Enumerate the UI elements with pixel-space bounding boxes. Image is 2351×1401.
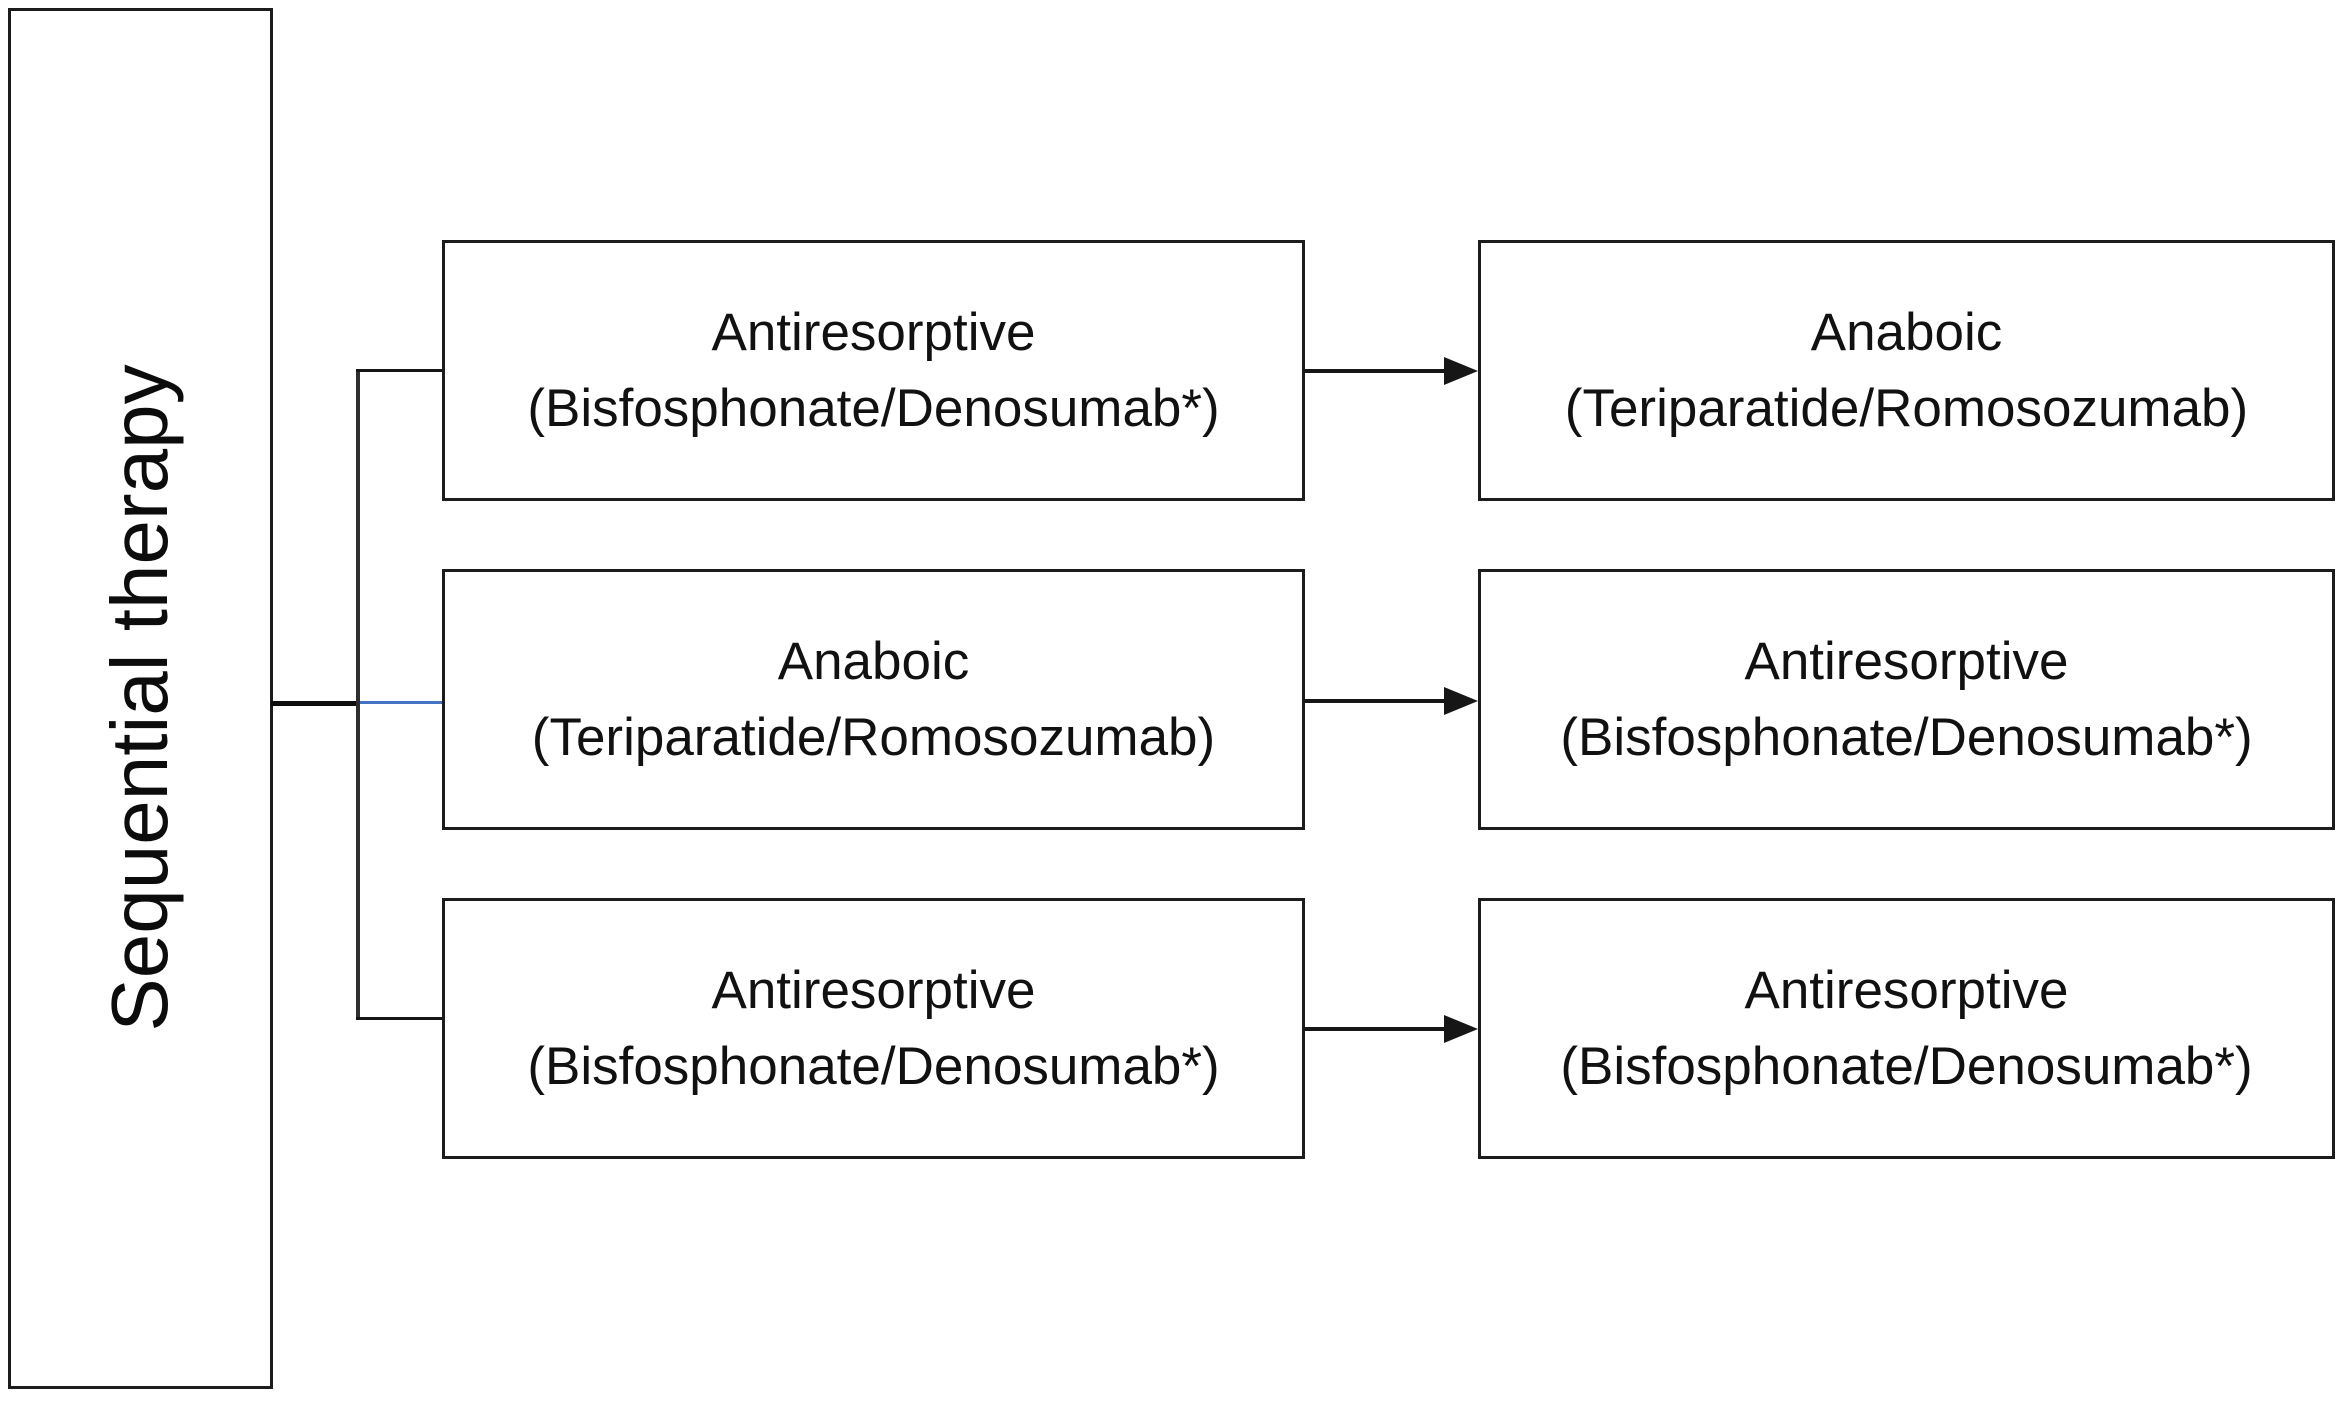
source-box-row1: Antiresorptive (Bisfosphonate/Denosumab*…: [442, 240, 1305, 501]
target-box-row1-line1: Anaboic: [1810, 303, 2003, 363]
target-box-row1: Anaboic (Teriparatide/Romosozumab): [1478, 240, 2335, 501]
flow-arrow-row2-line: [1305, 699, 1447, 703]
sequential-therapy-box: [8, 8, 273, 1389]
branch-line-row2-blue: [360, 701, 444, 704]
source-box-row2-line2: (Teriparatide/Romosozumab): [531, 707, 1216, 767]
source-box-row3-line1: Antiresorptive: [711, 961, 1036, 1021]
flow-arrow-row2-head: [1444, 687, 1478, 715]
source-box-row1-line1: Antiresorptive: [711, 303, 1036, 363]
target-box-row2-line2: (Bisfosphonate/Denosumab*): [1560, 707, 2253, 767]
branch-trunk-line: [356, 369, 360, 1020]
branch-line-row1: [356, 369, 444, 372]
source-box-row3: Antiresorptive (Bisfosphonate/Denosumab*…: [442, 898, 1305, 1159]
sequential-therapy-label: Sequential therapy: [95, 364, 184, 1032]
flow-arrow-row1-head: [1444, 357, 1478, 385]
source-box-row2: Anaboic (Teriparatide/Romosozumab): [442, 569, 1305, 830]
flow-arrow-row3-head: [1444, 1015, 1478, 1043]
target-box-row3-line2: (Bisfosphonate/Denosumab*): [1560, 1036, 2253, 1096]
flow-arrow-row3-line: [1305, 1027, 1447, 1031]
target-box-row2-line1: Antiresorptive: [1744, 632, 2069, 692]
target-box-row3-line1: Antiresorptive: [1744, 961, 2069, 1021]
target-box-row1-line2: (Teriparatide/Romosozumab): [1564, 378, 2249, 438]
source-box-row2-line1: Anaboic: [777, 632, 970, 692]
source-box-row1-line2: (Bisfosphonate/Denosumab*): [527, 378, 1220, 438]
source-box-row3-line2: (Bisfosphonate/Denosumab*): [527, 1036, 1220, 1096]
flow-arrow-row1-line: [1305, 369, 1447, 373]
trunk-stub-line: [271, 701, 360, 706]
target-box-row2: Antiresorptive (Bisfosphonate/Denosumab*…: [1478, 569, 2335, 830]
target-box-row3: Antiresorptive (Bisfosphonate/Denosumab*…: [1478, 898, 2335, 1159]
branch-line-row3: [356, 1017, 444, 1020]
